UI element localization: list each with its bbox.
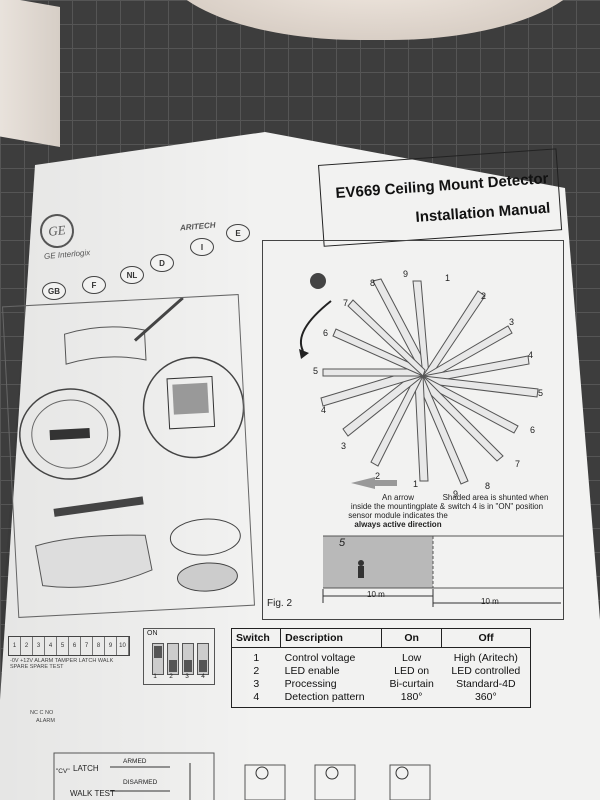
- language-badge: E: [226, 224, 250, 242]
- zone-label: 7: [343, 298, 348, 308]
- installation-figure: [1, 294, 256, 618]
- zone-label: 1: [413, 479, 418, 489]
- zone-label: 6: [530, 425, 535, 435]
- zone-label: 4: [321, 405, 326, 415]
- zone-label: 4: [528, 350, 533, 360]
- terminal-strip: 1 2 3 4 5 6 7 8 9 10: [8, 636, 130, 656]
- column-header: Switch: [230, 628, 282, 648]
- figure-label: Fig. 2: [267, 598, 293, 609]
- table-row: 4 Detection pattern 180° 360°: [253, 690, 497, 703]
- zone-label: 7: [515, 459, 520, 469]
- zone-label: 2: [375, 471, 380, 481]
- language-badge: D: [150, 254, 174, 272]
- switch-table: Switch Description On Off 1 Control volt…: [230, 628, 531, 708]
- walk-test-label: WALK TEST: [70, 789, 115, 798]
- disarmed-label: DISARMED: [123, 779, 158, 786]
- zone-label: 5: [313, 366, 318, 376]
- relay-contacts-label: NC C NO: [30, 710, 54, 716]
- cv-label: "CV": [56, 768, 70, 775]
- table-row: 2 LED enable LED on LED controlled: [253, 664, 521, 677]
- dip-switch: [197, 643, 209, 675]
- sheet-fold-shadow: [0, 132, 260, 800]
- column-header: Description: [280, 628, 383, 648]
- manual-sheet: [0, 132, 600, 800]
- zone-label: 1: [445, 273, 450, 283]
- terminal-labels: -0V +12V ALARM TAMPER LATCH WALK SPARE S…: [10, 658, 114, 670]
- distance-label: 10 m: [481, 597, 499, 606]
- active-direction-note: An arrow inside the mountingplate & sens…: [348, 493, 448, 529]
- detection-pattern-figure: 9 1 8 2 7 3 6 4 5 5 4 6 3 7 2 8 1 9: [262, 240, 564, 620]
- zone-label: 3: [509, 317, 514, 327]
- installation-drawing: [19, 296, 245, 592]
- zone-label: 3: [341, 441, 346, 451]
- detection-pattern-svg: 9 1 8 2 7 3 6 4 5 5 4 6 3 7 2 8 1 9: [299, 269, 563, 607]
- language-badge: I: [190, 238, 214, 256]
- product-box: [0, 0, 60, 148]
- table-row: 3 Processing Bi-curtain Standard-4D: [253, 677, 516, 690]
- zone-label: 9: [453, 489, 458, 499]
- zone-number: 5: [339, 537, 346, 549]
- zone-label: 8: [370, 278, 375, 288]
- column-header: On: [381, 628, 443, 648]
- alarm-relay-label: ALARM: [36, 718, 55, 724]
- dip-switch: [167, 643, 179, 675]
- dip-on-label: ON: [147, 630, 158, 637]
- column-header: Off: [441, 628, 531, 648]
- distance-label: 10 m: [367, 590, 385, 599]
- table-row: 1 Control voltage Low High (Aritech): [253, 651, 518, 664]
- dip-switch-numbers: 1 2 3 4: [153, 673, 205, 680]
- language-badge: GB: [42, 282, 66, 300]
- latch-label: LATCH: [73, 764, 99, 773]
- dip-switch: [182, 643, 194, 675]
- table-header-row: Switch Description On Off: [230, 628, 531, 648]
- armed-label: ARMED: [123, 758, 147, 765]
- shaded-area-note: Shaded area is shunted when switch 4 is …: [442, 493, 549, 511]
- zone-label: 9: [403, 269, 408, 279]
- zone-label: 8: [485, 481, 490, 491]
- language-badge: F: [82, 276, 106, 294]
- wiring-diagram: [53, 752, 431, 800]
- dip-switch-diagram: ON 1 2 3 4: [143, 628, 215, 685]
- zone-label: 5: [538, 388, 543, 398]
- zone-label: 2: [481, 291, 486, 301]
- dip-switch: [152, 643, 164, 675]
- language-badge: NL: [120, 266, 144, 284]
- zone-label: 6: [323, 328, 328, 338]
